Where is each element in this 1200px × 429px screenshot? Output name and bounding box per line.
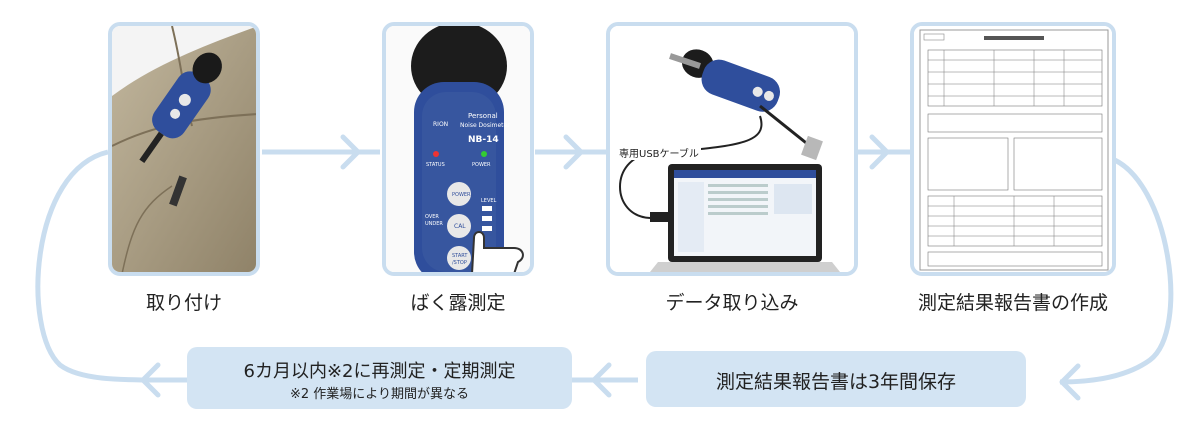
step-3-label: データ取り込み: [665, 292, 799, 314]
chevron-right-icon: [563, 134, 584, 170]
device-under-text: UNDER: [425, 221, 443, 227]
device-level-text: LEVEL: [481, 198, 497, 204]
device-power-small-text: POWER: [472, 162, 491, 168]
return-loop-left: [35, 149, 161, 383]
chevron-left-icon: [1059, 363, 1081, 401]
device-start-text: START: [452, 253, 468, 259]
chevron-right-icon: [340, 134, 361, 170]
storage-text: 測定結果報告書は3年間保存: [715, 371, 957, 393]
jacket-photo: [112, 26, 256, 272]
step-1-image-card: [108, 22, 260, 276]
dosimeter-device: [139, 52, 222, 164]
step-4-label: 測定結果報告書の作成: [917, 292, 1108, 314]
step-1-label: 取り付け: [145, 292, 222, 314]
report-document-image: [914, 26, 1112, 272]
step-2-label: ばく露測定: [410, 292, 506, 314]
usb-cable-label: 専用USBケーブル: [617, 145, 701, 160]
remeasure-main-text: 6カ月以内※2に再測定・定期測定: [243, 361, 516, 382]
step-2-image-card: Personal Noise Dosimeter RION NB-14 STAT…: [382, 22, 534, 276]
device-name-line2: Noise Dosimeter: [460, 122, 510, 129]
device-power-text: POWER: [452, 192, 471, 198]
hand-pointer-icon: [471, 231, 524, 272]
chevron-left-icon: [591, 362, 612, 398]
device-stop-text: /STOP: [452, 260, 467, 266]
return-loop-right: [1059, 155, 1174, 385]
dosimeter-photo: Personal Noise Dosimeter RION NB-14 STAT…: [386, 26, 530, 272]
remeasure-note-text: ※2 作業場により期間が異なる: [289, 387, 470, 402]
step-4-image-card: [910, 22, 1116, 276]
device-status-text: STATUS: [426, 162, 445, 168]
device-name-line1: Personal: [468, 112, 498, 120]
device-over-text: OVER: [425, 214, 439, 220]
chevron-right-icon: [869, 134, 890, 170]
device-brand: RION: [433, 121, 448, 128]
remeasure-pill: 6カ月以内※2に再測定・定期測定 ※2 作業場により期間が異なる: [187, 347, 572, 409]
device-model: NB-14: [468, 135, 499, 145]
storage-pill: 測定結果報告書は3年間保存: [646, 351, 1026, 407]
device-cal-text: CAL: [454, 223, 466, 230]
